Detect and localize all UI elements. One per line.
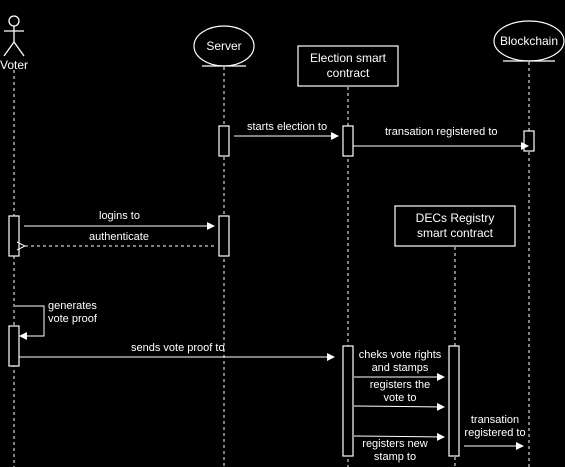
server-activation-1 — [218, 125, 230, 157]
msg-registers-new-stamp-arrow — [353, 432, 445, 441]
election-contract-box — [297, 45, 399, 87]
msg-registers-vote-label: registers the vote to — [369, 379, 431, 404]
dec-registry-activation — [448, 345, 460, 457]
msg-generates-vote-proof-label: generates vote proof — [48, 300, 97, 325]
msg-transaction-registered-label: transation registered to — [385, 126, 498, 138]
msg-logins-label: logins to — [99, 210, 140, 222]
msg-transaction-registered-2-label: transation registered to — [464, 414, 526, 439]
msg-starts-election-label: starts election to — [247, 121, 328, 133]
msg-sends-vote-proof-label: sends vote proof to — [131, 342, 225, 354]
msg-checks-vote-rights-label: cheks vote rights and stamps — [358, 349, 442, 374]
dec-registry-label: DECs Registry smart contract — [415, 211, 495, 240]
server-activation-2 — [218, 215, 230, 257]
dec-registry-box — [394, 205, 516, 247]
server-entity-icon — [193, 25, 255, 67]
server-label: Server — [206, 39, 242, 53]
blockchain-entity-icon — [493, 20, 565, 62]
msg-registers-new-stamp-label: registers new stamp to — [362, 438, 428, 463]
msg-generates-vote-proof-arrow — [15, 305, 45, 340]
voter-activation-2 — [8, 325, 20, 367]
voter-label: Voter — [0, 58, 29, 72]
election-activation-1 — [342, 125, 354, 157]
election-contract-label: Election smart contract — [309, 51, 387, 80]
msg-registers-vote-arrow — [353, 402, 445, 411]
msg-authenticate-label: authenticate — [89, 231, 149, 243]
voter-activation-1 — [8, 215, 20, 257]
blockchain-label: Blockchain — [499, 34, 559, 48]
voter-actor-icon — [3, 15, 25, 57]
election-activation-2 — [342, 345, 354, 457]
blockchain-activation-1 — [523, 130, 535, 152]
